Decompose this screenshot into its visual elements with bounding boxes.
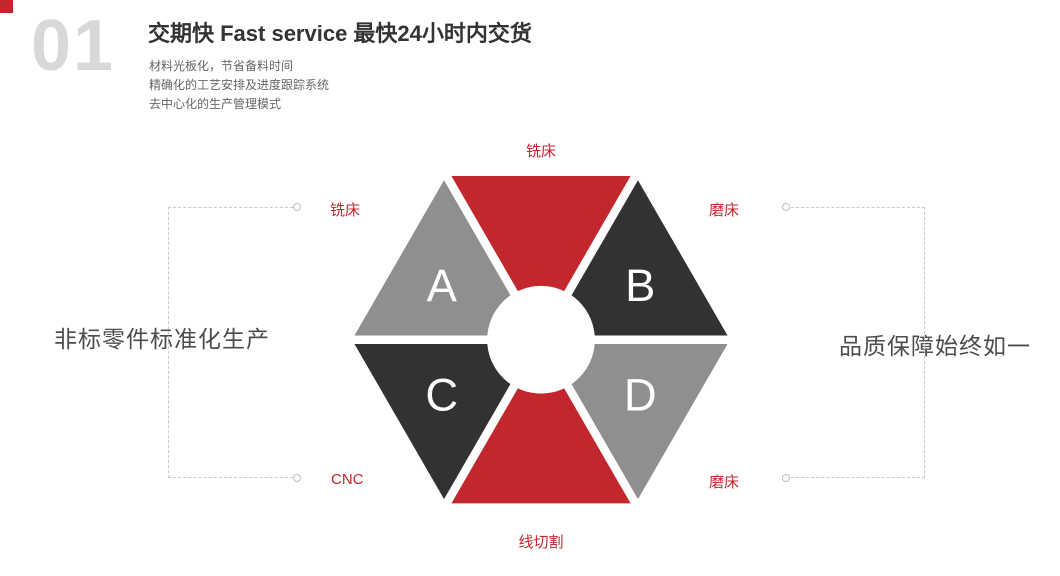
label-lower-right: 磨床 xyxy=(709,474,740,491)
label-upper-right: 磨床 xyxy=(709,202,740,219)
bullet-item: 精确化的工艺安排及进度跟踪系统 xyxy=(149,78,330,92)
connector-node-circle xyxy=(293,203,301,211)
letter-d: D xyxy=(624,369,657,420)
corner-accent-square xyxy=(0,0,13,13)
letter-c: C xyxy=(425,369,458,420)
triangle-lower-right xyxy=(541,339,730,504)
hexagon-diagram: A B C D xyxy=(352,168,730,512)
letter-a: A xyxy=(427,260,458,311)
label-lower-left: CNC xyxy=(331,471,364,488)
bullet-list: 材料光板化，节省备料时间 精确化的工艺安排及进度跟踪系统 去中心化的生产管理模式 xyxy=(149,57,329,114)
letter-b: B xyxy=(625,260,655,311)
label-bottom: 线切割 xyxy=(518,534,564,551)
left-dashed-bracket xyxy=(168,207,293,478)
bullet-item: 材料光板化，节省备料时间 xyxy=(149,59,294,73)
label-top: 铣床 xyxy=(525,143,557,160)
right-dashed-bracket xyxy=(791,207,925,478)
connector-node-circle xyxy=(782,203,790,211)
label-upper-left: 铣床 xyxy=(330,202,361,219)
connector-node-circle xyxy=(293,474,301,482)
triangle-top xyxy=(446,176,636,340)
right-caption: 品质保障始终如一 xyxy=(839,333,1031,359)
triangle-upper-right xyxy=(541,176,730,340)
center-circle xyxy=(487,285,595,394)
connector-node-circle xyxy=(782,474,790,482)
triangle-lower-left xyxy=(352,339,541,504)
triangle-bottom xyxy=(446,339,636,504)
page-title: 交期快 Fast service 最快24小时内交货 xyxy=(148,21,532,46)
left-caption: 非标零件标准化生产 xyxy=(54,326,270,352)
hexagon-svg: A B C D xyxy=(352,173,730,506)
triangle-upper-left xyxy=(352,176,541,340)
section-index: 01 xyxy=(31,6,116,86)
bullet-item: 去中心化的生产管理模式 xyxy=(149,97,282,111)
